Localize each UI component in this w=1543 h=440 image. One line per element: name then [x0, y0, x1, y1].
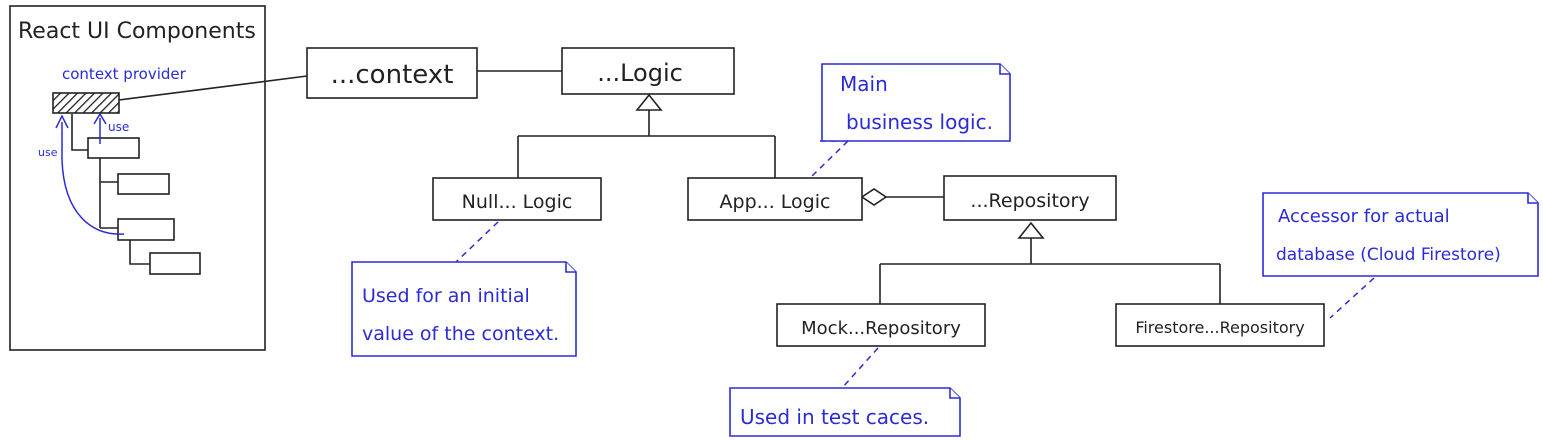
class-box	[306, 47, 478, 99]
class-logic: ...Logic	[561, 47, 735, 95]
class-label: Firestore...Repository	[1135, 318, 1304, 337]
class-repository: ...Repository	[943, 175, 1117, 221]
class-app-logic: App... Logic	[687, 177, 863, 221]
note-line: value of the context.	[362, 323, 559, 345]
class-label: Mock...Repository	[801, 318, 961, 339]
panel-title: React UI Components	[18, 19, 256, 44]
class-box	[561, 47, 735, 95]
class-firestore-repository: Firestore...Repository	[1115, 303, 1325, 347]
note-box	[729, 387, 961, 437]
class-context: ...context	[306, 47, 478, 99]
note-fold	[1527, 193, 1538, 204]
aggregation-diamond	[860, 188, 888, 206]
note-test-cases: Used in test caces.	[729, 347, 961, 437]
class-box	[1115, 303, 1325, 347]
class-mock-repository: Mock...Repository	[776, 303, 986, 347]
class-label: ...context	[331, 60, 454, 90]
note-box	[351, 261, 577, 357]
logic-inheritance-tree	[517, 110, 776, 178]
component-box	[117, 173, 170, 195]
use-arrow	[61, 122, 125, 235]
note-fold	[949, 388, 960, 399]
react-ui-components-panel: React UI Components context provider use…	[9, 5, 266, 351]
note-line: Accessor for actual	[1278, 206, 1450, 227]
note-line: Used in test caces.	[740, 405, 929, 429]
use-label: use	[108, 120, 129, 134]
note-box	[1262, 192, 1539, 277]
repository-inheritance-tree	[879, 238, 1221, 304]
context-provider-label: context provider	[62, 65, 187, 83]
component-box	[149, 252, 201, 275]
class-label: Null... Logic	[462, 191, 573, 213]
component-box	[87, 137, 140, 159]
note-line: business logic.	[846, 110, 993, 134]
class-box	[943, 175, 1117, 221]
note-anchor-link	[1329, 277, 1375, 319]
inheritance-triangle	[635, 93, 663, 111]
inheritance-triangle	[1017, 221, 1045, 239]
class-label: ...Logic	[597, 59, 683, 87]
class-null-logic: Null... Logic	[432, 177, 602, 221]
note-line: Used for an initial	[362, 285, 530, 307]
note-main-business-logic: Main business logic.	[811, 63, 1011, 177]
tree-connector	[129, 240, 150, 265]
note-anchor-link	[455, 221, 499, 263]
relationships	[118, 70, 1221, 304]
note-line: database (Cloud Firestore)	[1276, 245, 1501, 265]
class-label: App... Logic	[720, 191, 831, 213]
class-box	[687, 177, 863, 221]
note-fold	[999, 64, 1010, 75]
component-box	[117, 218, 175, 241]
context-provider-component	[52, 92, 120, 114]
class-box	[776, 303, 986, 347]
provider-to-context-link	[118, 75, 308, 101]
note-anchor-link	[811, 140, 849, 177]
tree-connector	[99, 158, 118, 229]
use-label: use	[38, 146, 58, 159]
note-line: Main	[840, 72, 888, 96]
use-arrowhead	[93, 112, 107, 125]
tree-connector	[71, 114, 88, 151]
note-accessor: Accessor for actual database (Cloud Fire…	[1262, 192, 1539, 319]
class-box	[432, 177, 602, 221]
class-label: ...Repository	[970, 190, 1089, 212]
note-box	[821, 63, 1011, 142]
note-initial-value: Used for an initial value of the context…	[351, 221, 577, 357]
note-anchor-link	[841, 347, 879, 389]
use-arrowhead	[55, 114, 69, 129]
note-fold	[565, 262, 576, 273]
